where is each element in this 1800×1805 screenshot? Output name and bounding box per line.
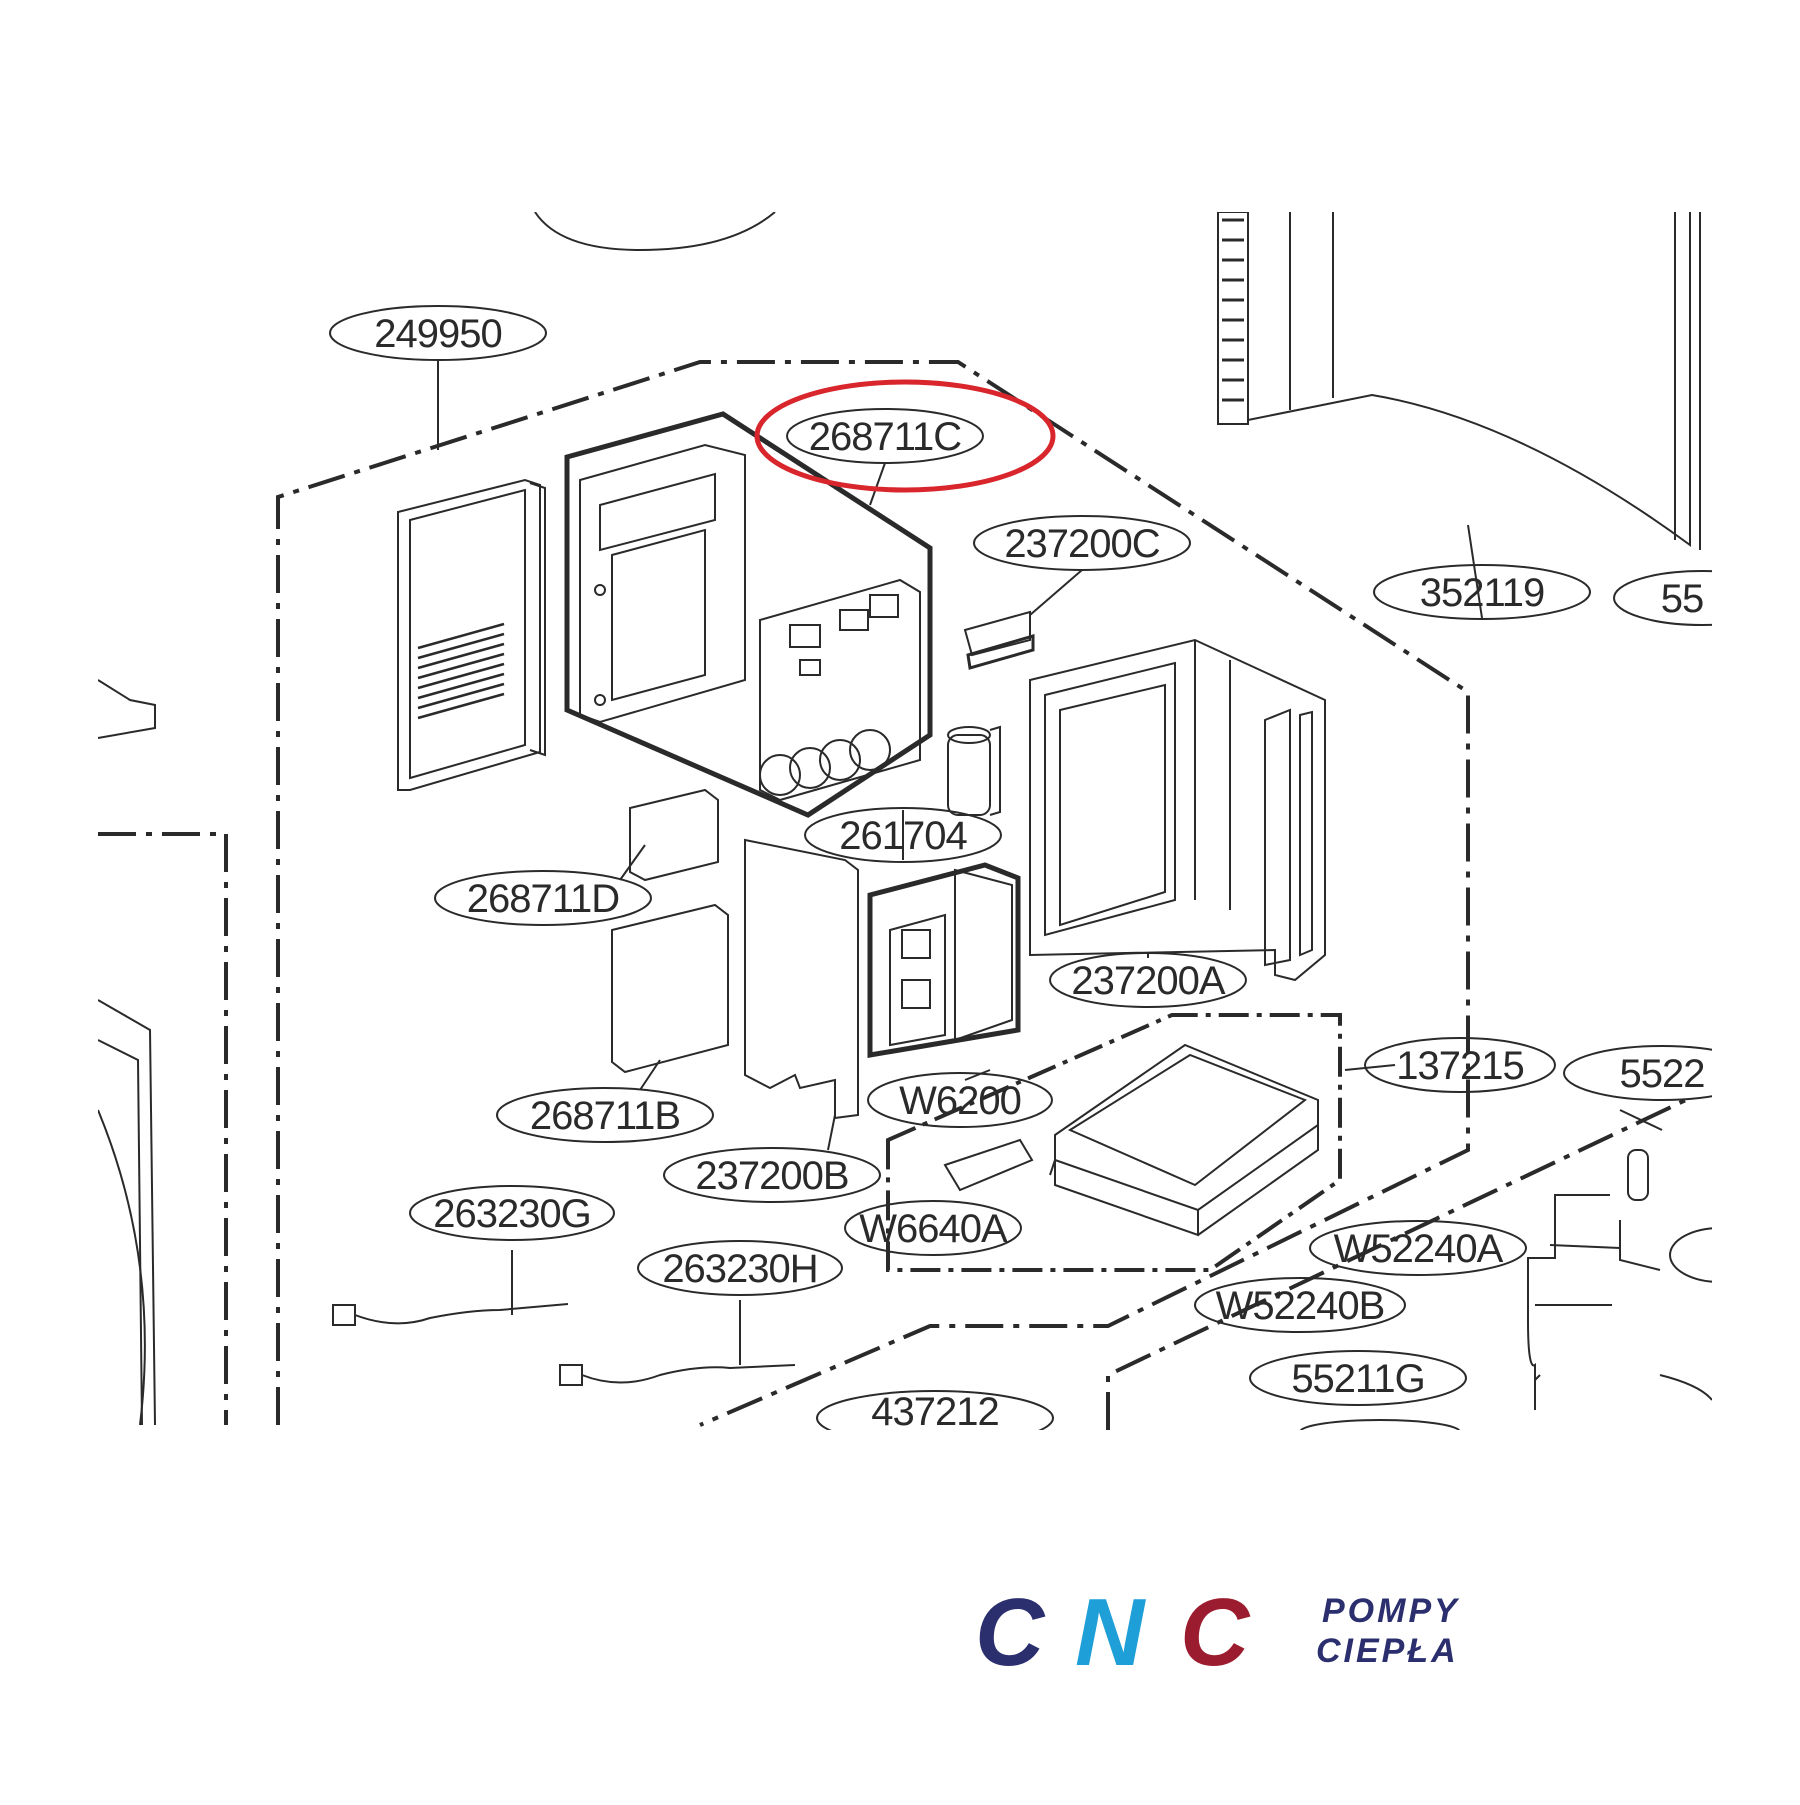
callout-261704-ellipse (804, 807, 1002, 863)
front-cover-part (397, 478, 546, 791)
sensor-bracket-part (963, 610, 1031, 657)
label-237200B: 237200B (695, 1154, 848, 1198)
callout-268711C-ellipse (786, 408, 984, 464)
cnc-logo: C N C POMPY CIEPŁA (975, 1579, 1460, 1686)
callout-W52240B-ellipse (1194, 1277, 1406, 1333)
label-55220-right: 5522 (1620, 1052, 1705, 1096)
mounting-plate-part (744, 838, 859, 1120)
callout-237200B-ellipse (663, 1147, 881, 1203)
label-W52240A: W52240A (1334, 1227, 1504, 1271)
callout-237200C-ellipse (973, 515, 1191, 571)
heat-exchanger-part (1217, 211, 1701, 550)
callout-352119-ellipse (1373, 564, 1591, 620)
top-curve-part (534, 211, 776, 252)
sensor-H-part (559, 1364, 796, 1386)
pcb-268711D-part (629, 788, 719, 882)
label-W52240B: W52240B (1216, 1284, 1385, 1328)
group-137215-outline (886, 1013, 1342, 1272)
callout-55211G-ellipse (1249, 1350, 1467, 1406)
label-W6640A: W6640A (859, 1207, 1008, 1251)
logo-letter-n: N (1075, 1579, 1146, 1686)
logo-line1: POMPY (1322, 1592, 1460, 1630)
label-268711C: 268711C (809, 415, 962, 459)
control-box-cover-part (579, 443, 746, 724)
label-237200A: 237200A (1071, 959, 1225, 1003)
pcb-268711B-part (611, 903, 729, 1074)
group-W6200-outline (867, 862, 1021, 1058)
fan-frame-part (97, 999, 156, 1426)
right-boundary (1106, 1096, 1691, 1430)
callout-237200A-ellipse (1049, 952, 1247, 1008)
label-352119: 352119 (1420, 571, 1545, 615)
label-263230G: 263230G (433, 1192, 591, 1236)
terminal-block-part (943, 1138, 1034, 1192)
main-pcb-part (759, 578, 921, 802)
label-55-right: 55 (1661, 577, 1704, 621)
capacitor-part (947, 725, 1001, 816)
callout-263230H-ellipse (637, 1240, 843, 1296)
group-268711C-outline (564, 411, 933, 818)
label-261704: 261704 (839, 814, 967, 858)
logo-letter-c2: C (1180, 1579, 1251, 1686)
callout-268711B-ellipse (496, 1087, 714, 1143)
base-plate-part (1054, 1043, 1319, 1237)
callout-263230G-ellipse (409, 1185, 615, 1241)
callout-137215-ellipse (1364, 1037, 1556, 1093)
label-W6200: W6200 (899, 1079, 1021, 1123)
refrigerant-pipe-part (1527, 1149, 1661, 1410)
callout-268711D-ellipse (434, 870, 652, 926)
control-box-case-part (1029, 638, 1326, 982)
label-268711D: 268711D (467, 877, 619, 921)
filter-box-part (954, 868, 1013, 1042)
callout-W6640A-ellipse (844, 1200, 1022, 1256)
callout-W6200-ellipse (867, 1072, 1053, 1128)
sensor-G-part (332, 1303, 569, 1326)
label-237200C: 237200C (1004, 522, 1159, 566)
callout-249950-ellipse (329, 305, 547, 361)
logo-letter-c1: C (975, 1579, 1046, 1686)
left-partial-part (97, 679, 156, 739)
label-137215: 137215 (1396, 1044, 1523, 1088)
label-268711B: 268711B (530, 1094, 680, 1138)
left-boundary (98, 832, 228, 1425)
label-437212: 437212 (871, 1390, 998, 1434)
assembly-boundary (276, 360, 1470, 1427)
callout-W52240A-ellipse (1309, 1220, 1527, 1276)
logo-line2: CIEPŁA (1316, 1632, 1459, 1670)
label-249950: 249950 (374, 312, 501, 356)
highlight-circle (754, 379, 1056, 493)
label-55211G: 55211G (1291, 1357, 1424, 1401)
label-263230H: 263230H (662, 1247, 817, 1291)
